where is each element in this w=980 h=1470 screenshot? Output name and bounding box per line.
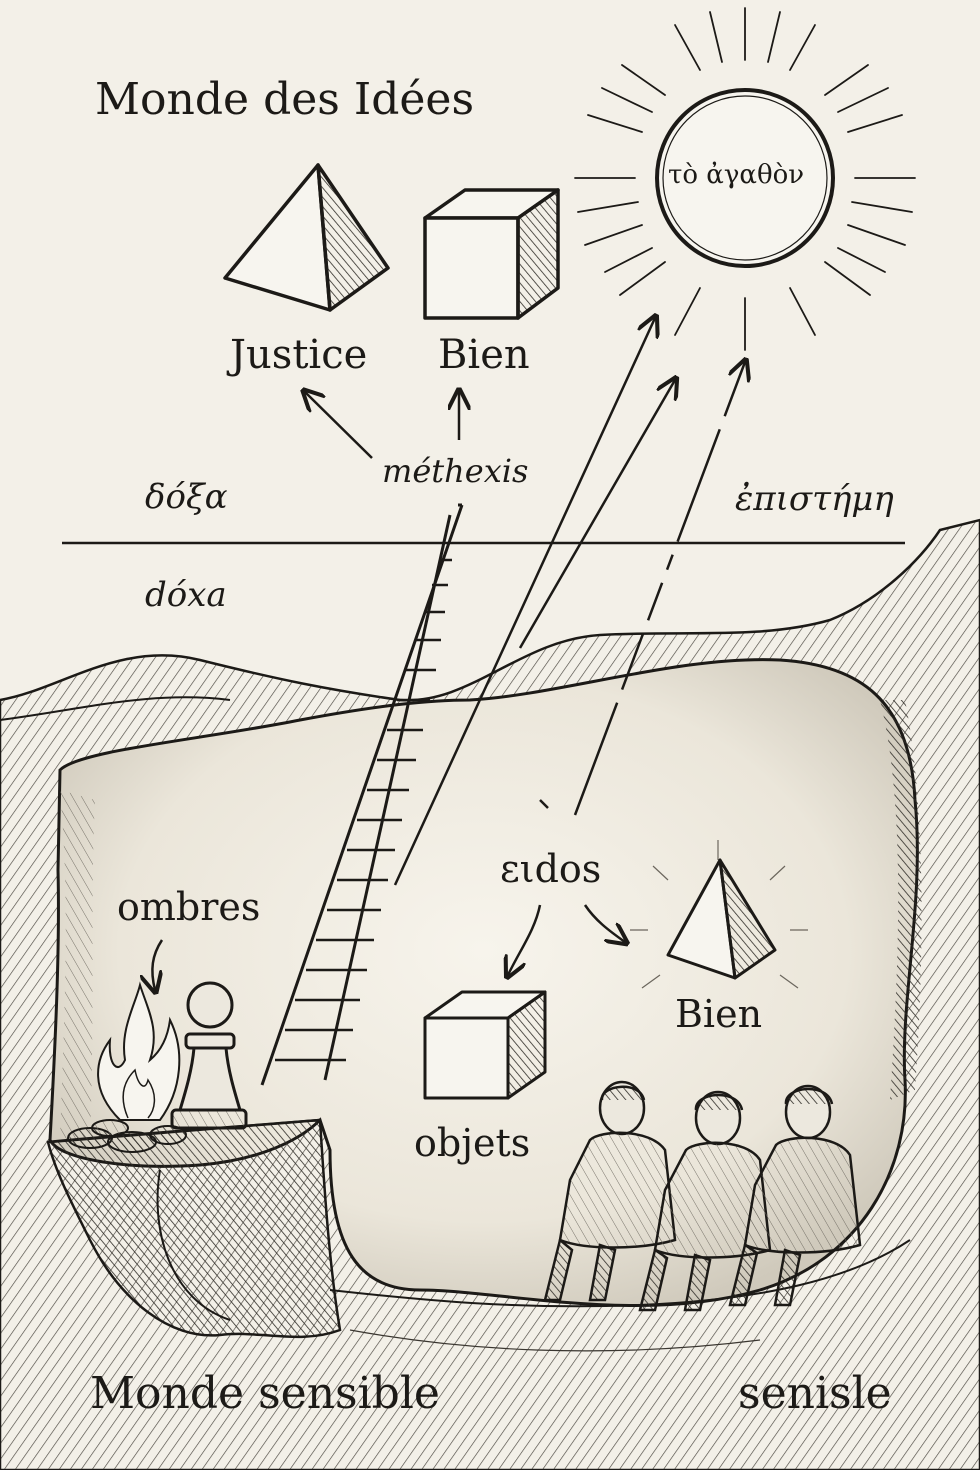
doxa-latin-label: dόxa	[145, 575, 227, 615]
object-cube-icon	[423, 990, 547, 1100]
cave-floor-line	[329, 1239, 911, 1308]
glowing-pyramid-icon	[630, 840, 808, 989]
fire-icon	[67, 981, 187, 1153]
ascent-arrows	[393, 318, 745, 886]
methexis-label: méthexis	[382, 452, 529, 490]
sensible-right-label: senisle	[738, 1368, 892, 1419]
prisoner-3	[728, 1084, 862, 1307]
justice-label: Justice	[230, 332, 368, 378]
methexis-arrows	[305, 392, 459, 459]
doxa-greek-label: δόξα	[145, 477, 228, 517]
eidos-arrows	[152, 904, 625, 990]
sun-label: τὸ ἀγαθὸν	[668, 160, 805, 190]
pawn-statue-icon	[170, 981, 248, 1130]
sensible-world-title: Monde sensible	[90, 1368, 440, 1419]
sun-icon	[574, 7, 916, 351]
shadows-label: ombres	[117, 885, 261, 929]
ideas-world-title: Monde des Idées	[95, 74, 475, 125]
eidos-label: ειdos	[500, 847, 602, 891]
prisoners-group	[543, 1080, 862, 1312]
ladder-icon	[260, 503, 464, 1086]
wall-shading-left	[60, 790, 95, 1140]
cave-bien-label: Bien	[675, 992, 763, 1036]
objects-label: objets	[414, 1121, 531, 1165]
pyramid-form-icon	[223, 163, 390, 312]
episteme-label: ἐπιστήμη	[735, 479, 894, 519]
wall-shading-right	[880, 700, 922, 1100]
bien-form-label: Bien	[438, 332, 530, 378]
prisoner-1	[543, 1080, 677, 1302]
cube-form-icon	[423, 188, 560, 320]
